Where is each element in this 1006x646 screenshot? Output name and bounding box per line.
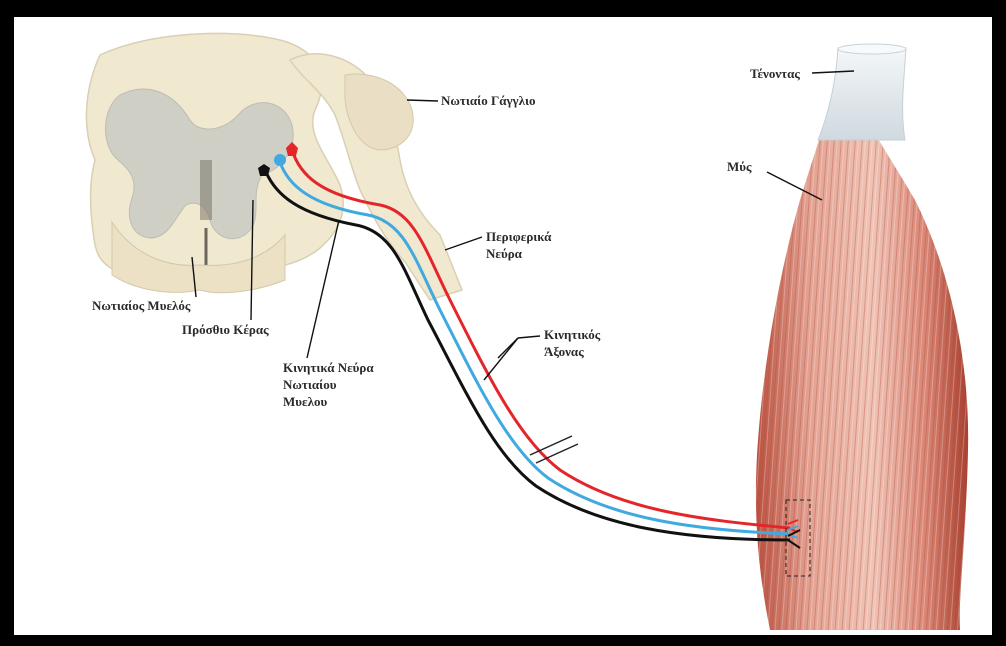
label-muscle: Μύς (727, 159, 752, 174)
label-anterior-horn: Πρόσθιο Κέρας (182, 322, 269, 337)
label-tendon: Τένοντας (750, 66, 800, 81)
label-peripheral-nerves-1: Περιφερικά (486, 229, 552, 244)
neuron-blue (274, 154, 286, 166)
label-motor-axon-2: Άξονας (544, 344, 584, 359)
label-motor-nerves-3: Μυελου (283, 394, 327, 409)
label-ganglion: Νωτιαίο Γάγγλιο (441, 93, 536, 108)
label-motor-nerves-1: Κινητικά Νεύρα (283, 360, 374, 375)
label-motor-axon-1: Κινητικός (544, 327, 601, 342)
label-peripheral-nerves-2: Νεύρα (486, 246, 523, 261)
label-spinal-cord: Νωτιαίος Μυελός (92, 298, 191, 313)
label-motor-nerves-2: Νωτιαίου (283, 377, 337, 392)
